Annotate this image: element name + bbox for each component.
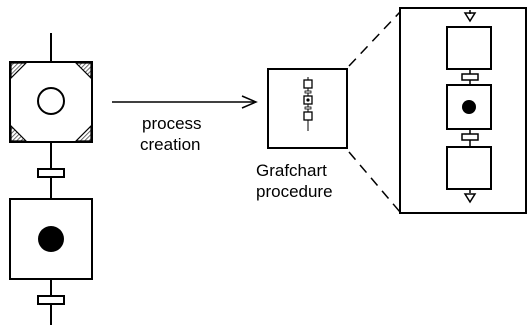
macro-step-corner-br (74, 124, 92, 142)
grafchart-procedure-icon (267, 68, 348, 149)
zoom-transition-2 (461, 133, 479, 141)
zoom-token-icon (462, 100, 476, 114)
zoom-line-top (348, 11, 401, 67)
macro-step-icon (9, 61, 93, 143)
zoomed-procedure-box (399, 7, 527, 214)
zoom-step-3 (446, 146, 492, 190)
active-step-icon (9, 198, 93, 280)
macro-step-corner-tr (74, 62, 92, 80)
transition-bar-2 (37, 295, 65, 305)
macro-step-corner-tl (10, 62, 28, 80)
filled-dot-icon (38, 226, 64, 252)
empty-circle-icon (37, 87, 65, 115)
transition-bar-1 (37, 168, 65, 178)
zoom-transition-1 (461, 73, 479, 81)
zoom-step-1 (446, 26, 492, 70)
arrow-label-process: process (142, 114, 202, 133)
procedure-label-grafchart: Grafchart (256, 161, 327, 180)
procedure-label-procedure: procedure (256, 182, 333, 201)
macro-step-corner-bl (10, 124, 28, 142)
arrow-label-creation: creation (140, 135, 200, 154)
process-creation-arrow (112, 95, 258, 109)
exit-arrow-icon (463, 193, 477, 204)
zoom-line-bottom (348, 151, 401, 213)
